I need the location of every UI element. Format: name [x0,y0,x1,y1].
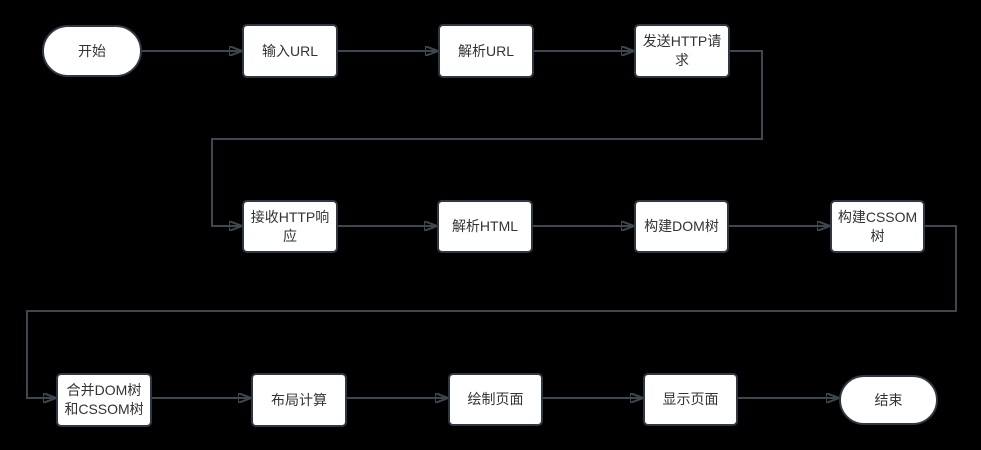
node-parse-html: 解析HTML [437,200,533,253]
node-paint-page: 绘制页面 [448,373,543,426]
node-start: 开始 [42,25,142,77]
node-build-cssom-tree: 构建CSSOM 树 [830,200,925,253]
node-receive-http-response: 接收HTTP响 应 [242,200,338,253]
node-send-http-request: 发送HTTP请 求 [634,24,730,78]
node-parse-url: 解析URL [438,24,534,78]
node-display-page: 显示页面 [643,373,738,426]
node-build-dom-tree: 构建DOM树 [634,200,729,253]
node-end: 结束 [839,375,938,425]
node-input-url: 输入URL [242,24,338,78]
node-layout-calculation: 布局计算 [251,373,347,427]
node-merge-dom-cssom: 合并DOM树 和CSSOM树 [56,373,152,427]
